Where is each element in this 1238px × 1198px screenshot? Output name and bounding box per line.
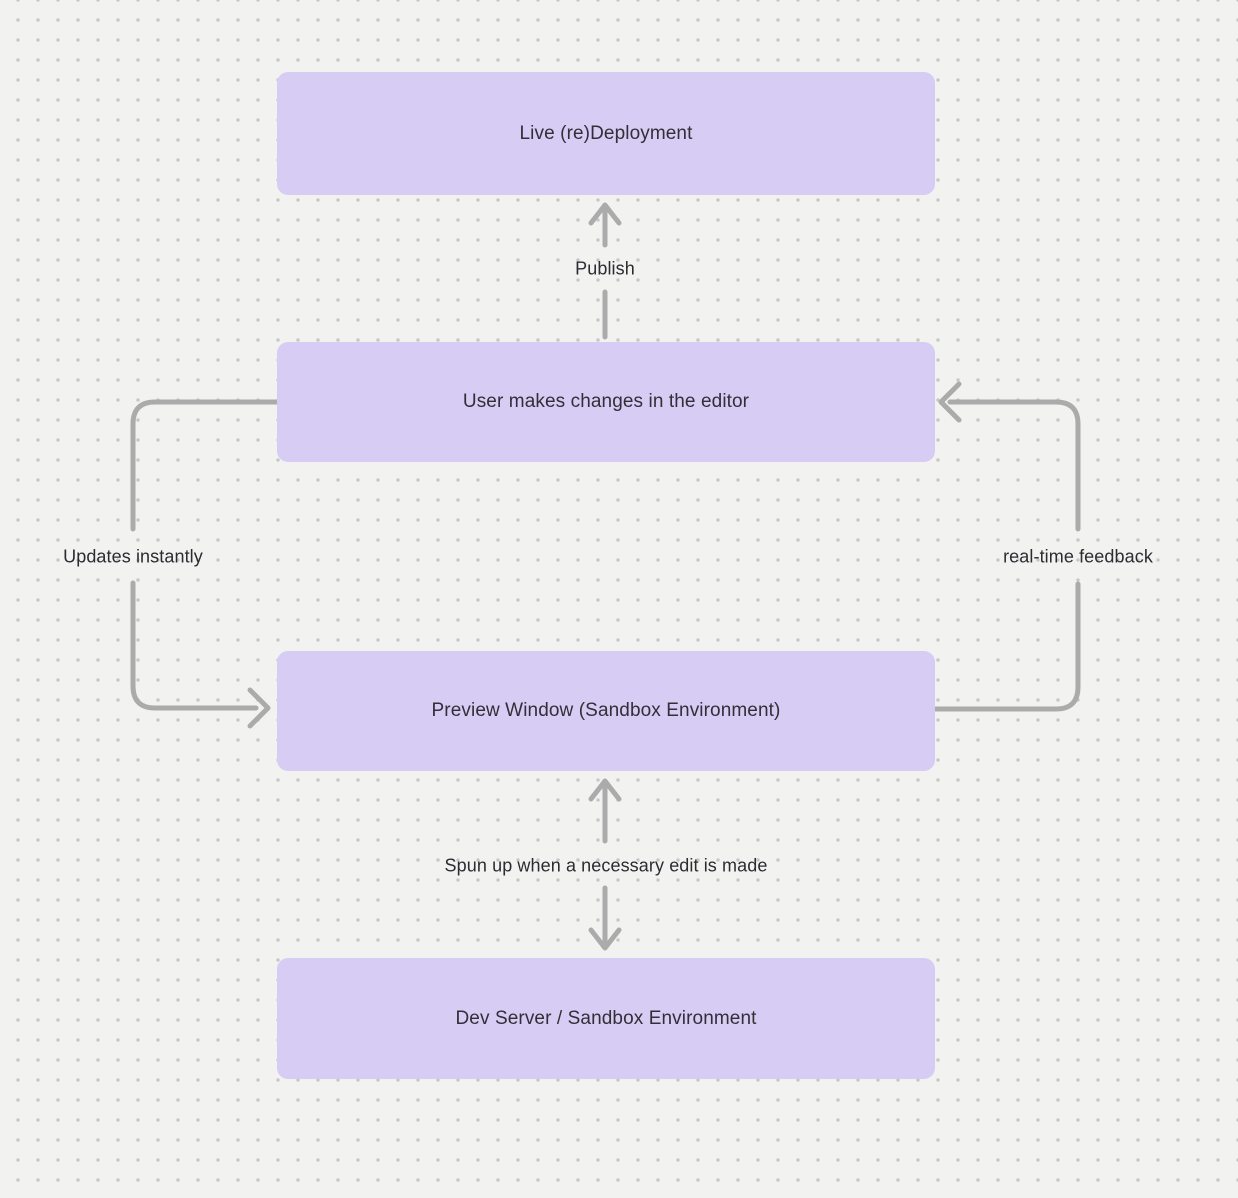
node-live-redeployment: Live (re)Deployment	[277, 72, 935, 195]
edge-label-updates-instantly: Updates instantly	[63, 546, 203, 567]
node-label: Preview Window (Sandbox Environment)	[431, 700, 781, 721]
edge-label-realtime-feedback: real-time feedback	[1003, 546, 1153, 567]
arrow-left-icon	[938, 381, 962, 423]
arrow-down-icon	[588, 927, 622, 951]
node-user-editor: User makes changes in the editor	[277, 342, 935, 462]
node-preview-window: Preview Window (Sandbox Environment)	[277, 651, 935, 771]
arrow-up-icon	[588, 202, 622, 226]
edge-label-spun-up: Spun up when a necessary edit is made	[444, 855, 768, 876]
node-label: Live (re)Deployment	[519, 122, 693, 144]
node-label: Dev Server / Sandbox Environment	[455, 1007, 757, 1029]
edge-label-publish: Publish	[575, 258, 635, 279]
arrow-right-icon	[247, 687, 271, 729]
arrow-up-icon	[588, 778, 622, 802]
node-dev-server: Dev Server / Sandbox Environment	[277, 958, 935, 1079]
node-label: User makes changes in the editor	[462, 391, 750, 412]
